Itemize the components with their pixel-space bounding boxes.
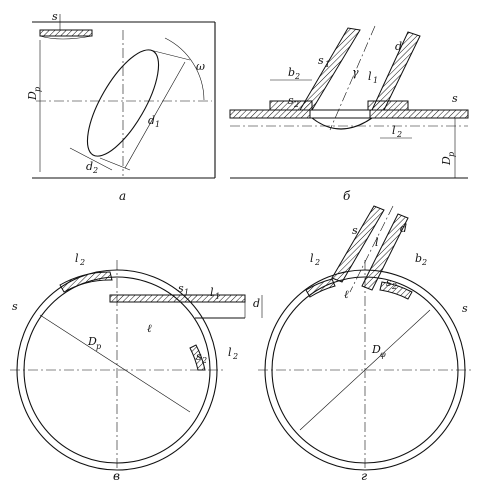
pad-top-v xyxy=(59,271,113,293)
pad-right-g xyxy=(379,281,413,300)
label-s1-v: s xyxy=(178,282,184,295)
branch-wall-top-v xyxy=(109,294,246,303)
label-s2-b: s xyxy=(288,94,294,107)
label-d-b: d xyxy=(395,40,402,53)
d1-ext-top xyxy=(149,49,191,61)
label-D-g: D xyxy=(371,343,381,356)
label-l1-sub-v: 1 xyxy=(215,292,220,301)
nozzle-wall-left-b xyxy=(299,27,361,111)
nozzle-axis-b xyxy=(329,25,376,131)
label-ell-v: ℓ xyxy=(147,322,152,335)
panel-a: s D p d 1 d 2 ω а xyxy=(26,10,216,203)
d1-dim-line xyxy=(124,61,186,169)
label-D-a: D xyxy=(26,91,39,101)
label-p-a: p xyxy=(33,87,42,92)
label-b-b: b xyxy=(288,66,295,79)
panel-b: b 2 s 1 s 2 γ d l 1 l 2 s D p б xyxy=(229,25,469,203)
shell-wall-left-b xyxy=(229,109,311,119)
label-s-g: s xyxy=(462,302,468,315)
label-d1-sub: 1 xyxy=(155,120,160,129)
label-s2-sub: 2 xyxy=(293,100,299,109)
shell-wall-right-b xyxy=(369,109,469,119)
dp-diameter-v xyxy=(39,314,191,413)
nozzle-wall-right-g xyxy=(361,213,409,291)
nozzle-axis-g xyxy=(349,205,394,293)
label-s-a: s xyxy=(52,10,58,23)
label-l2-g: l xyxy=(310,252,314,265)
label-s1-sub: 1 xyxy=(325,60,330,69)
label-l1-sub: 1 xyxy=(373,76,378,85)
caption-v: в xyxy=(113,469,120,483)
label-s2-v: s xyxy=(196,350,202,363)
pad-left-g xyxy=(305,278,336,298)
label-s-top-g: s xyxy=(352,224,358,237)
label-s1-b: s xyxy=(318,54,324,67)
label-gamma: γ xyxy=(352,66,359,79)
label-s1-sub-v: 1 xyxy=(184,288,189,297)
strip-curve xyxy=(39,35,93,40)
label-s2-sub-g: 2 xyxy=(391,282,397,291)
panel-g: D φ s d l l 2 b 2 s 2 ℓ s г xyxy=(258,205,472,483)
label-p-b: p xyxy=(447,152,456,157)
label-l1-b: l xyxy=(368,70,372,83)
label-b2-sub-g: 2 xyxy=(421,258,427,267)
label-phi-g: φ xyxy=(380,350,386,359)
label-s2-g: s xyxy=(386,276,392,289)
label-d-g: d xyxy=(400,222,407,235)
label-d-v: d xyxy=(253,297,260,310)
label-s-v: s xyxy=(12,300,18,313)
label-d1-a: d xyxy=(148,114,155,127)
caption-b: б xyxy=(343,189,351,203)
omega-arc xyxy=(164,37,205,101)
label-l2-sub-g: 2 xyxy=(314,258,320,267)
d2-dim-line xyxy=(69,147,113,171)
opening-curve-b xyxy=(311,117,373,130)
label-l2-right-sub-v: 2 xyxy=(232,352,238,361)
label-d2-sub: 2 xyxy=(92,166,98,175)
wall-section-strip xyxy=(39,29,93,37)
label-s-b: s xyxy=(452,92,458,105)
pad-right-v xyxy=(189,344,206,371)
label-ell-g: ℓ xyxy=(344,288,349,301)
nozzle-wall-right-b xyxy=(371,31,421,111)
label-d2-a: d xyxy=(86,160,93,173)
label-s2-sub-v: 2 xyxy=(201,356,207,365)
dp-diameter-g xyxy=(299,309,431,431)
nozzle-wall-left-g xyxy=(331,205,385,283)
d1-ext-bottom xyxy=(99,157,131,171)
label-l2-top-v: l xyxy=(75,252,79,265)
label-p-v: p xyxy=(96,342,101,351)
label-l2-sub: 2 xyxy=(396,130,402,139)
panel-v: D p d s 1 l 1 l 2 ℓ s 2 l 2 s в xyxy=(10,252,263,483)
label-b-sub: 2 xyxy=(294,72,300,81)
caption-g: г xyxy=(361,469,367,483)
label-omega: ω xyxy=(196,60,205,73)
label-l-g: l xyxy=(375,236,379,249)
label-l2-right-v: l xyxy=(228,346,232,359)
label-l2-b: l xyxy=(392,124,396,137)
label-b2-g: b xyxy=(415,252,422,265)
caption-a: а xyxy=(119,189,126,203)
label-l1-v: l xyxy=(210,286,214,299)
label-D-v: D xyxy=(87,335,97,348)
label-l2-top-sub-v: 2 xyxy=(79,258,85,267)
label-D-b: D xyxy=(440,156,453,166)
